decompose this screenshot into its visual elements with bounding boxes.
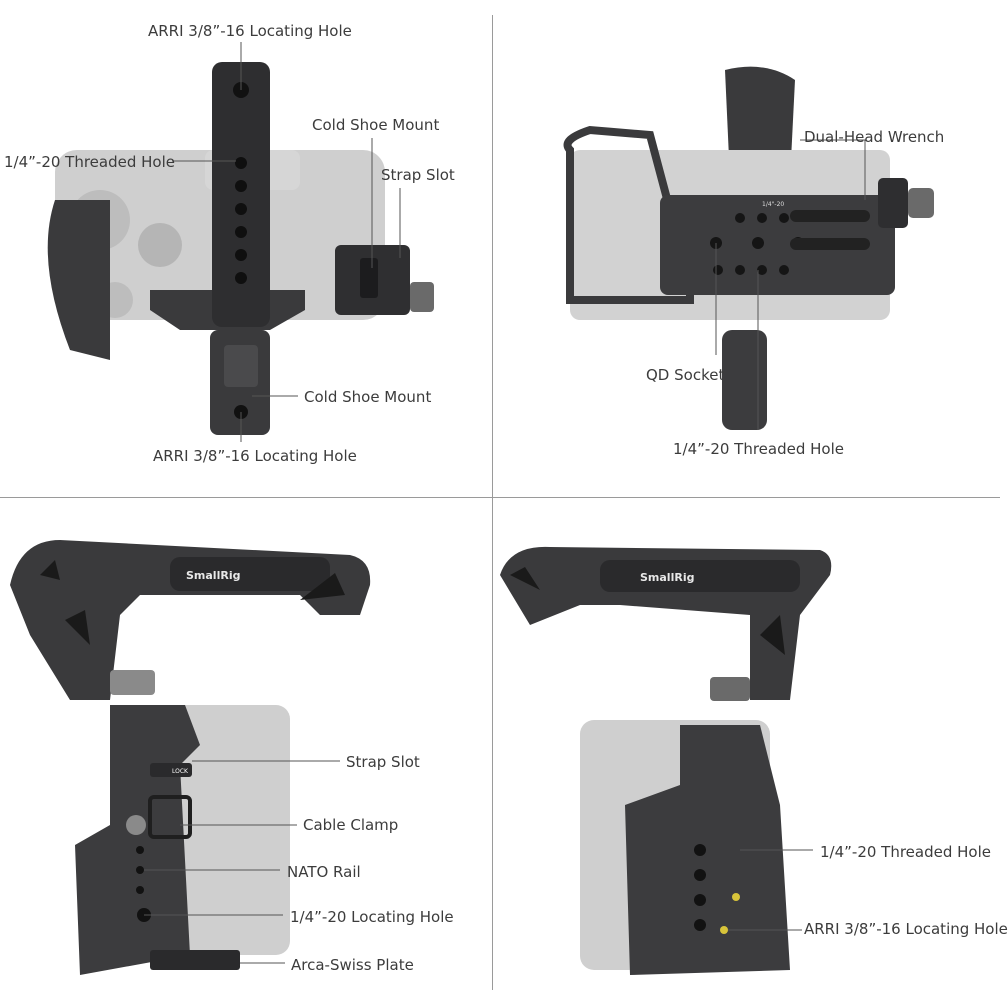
left-side-illustration: SmallRig LOCK	[10, 540, 371, 975]
arca-swiss-plate	[150, 950, 240, 970]
leader-lines	[728, 849, 813, 931]
top-view-illustration	[47, 42, 434, 442]
cold-shoe-knob	[110, 670, 155, 695]
label-threaded-hole: 1/4”-20 Threaded Hole	[820, 843, 991, 861]
label-dual-head-wrench: Dual-Head Wrench	[804, 128, 945, 146]
plate-slot	[790, 210, 870, 222]
panel-left-side-view: SmallRig LOCK Strap Slot Cable Clamp NA	[0, 505, 490, 995]
top-handle	[212, 62, 270, 327]
horizontal-divider	[0, 497, 1000, 498]
plate-slot-2	[790, 238, 870, 250]
label-cold-shoe-top: Cold Shoe Mount	[312, 116, 440, 134]
cage-side-plate	[75, 705, 200, 975]
cable-clamp	[148, 795, 192, 839]
handle-grip-surface	[600, 560, 800, 592]
right-side-illustration: SmallRig	[500, 546, 832, 975]
dual-head-wrench	[878, 178, 908, 228]
threaded-holes-column	[235, 157, 247, 284]
strap-slot	[150, 763, 192, 777]
threaded-holes	[694, 844, 706, 931]
cable-clamp-knob	[126, 815, 146, 835]
arri-holes-gold	[720, 893, 740, 934]
label-threaded-hole: 1/4”-20 Threaded Hole	[4, 153, 175, 171]
label-threaded-hole: 1/4”-20 Threaded Hole	[673, 440, 844, 458]
panel-top-view: ARRI 3/8”-16 Locating Hole 1/4”-20 Threa…	[0, 0, 490, 490]
label-cable-clamp: Cable Clamp	[303, 816, 399, 834]
handle-cutouts	[40, 560, 345, 645]
plate-engraving: 1/4"-20	[762, 201, 784, 208]
nato-rail-holes	[136, 846, 144, 894]
leader-lines	[715, 139, 866, 430]
lock-label: LOCK	[172, 768, 189, 775]
handle-cutouts	[510, 567, 785, 655]
wrench-knob	[908, 188, 934, 218]
label-strap-slot: Strap Slot	[381, 166, 455, 184]
leader-lines	[172, 42, 401, 442]
leader-lines	[144, 760, 340, 964]
wrench-knob	[410, 282, 434, 312]
cage-side-plate	[625, 725, 790, 975]
brand-logo: SmallRig	[640, 571, 694, 584]
camera-mode-dial	[138, 223, 182, 267]
handle-grip-surface	[170, 557, 330, 591]
label-arri-top: ARRI 3/8”-16 Locating Hole	[148, 22, 352, 40]
cold-shoe-knob	[710, 677, 750, 701]
label-strap-slot: Strap Slot	[346, 753, 420, 771]
vertical-divider	[492, 15, 493, 990]
side-handle-grip	[722, 330, 767, 430]
bottom-view-illustration: 1/4"-20	[563, 66, 934, 430]
panel-right-side-view: SmallRig 1/4”-20 Threaded Hole ARRI 3/8”…	[500, 505, 1008, 995]
label-arca-swiss-plate: Arca-Swiss Plate	[291, 956, 414, 974]
cage-left-grip	[47, 200, 110, 360]
strap-slot	[360, 258, 378, 298]
label-cold-shoe-bottom: Cold Shoe Mount	[304, 388, 432, 406]
label-locating-hole: 1/4”-20 Locating Hole	[290, 908, 454, 926]
panel-bottom-view: 1/4"-20 Dual-Head Wrench QD Socket 1/4”-…	[500, 0, 990, 490]
label-arri-locating-hole: ARRI 3/8”-16 Locating Hole	[804, 920, 1008, 938]
cold-shoe-plate	[224, 345, 258, 387]
brand-logo: SmallRig	[186, 569, 240, 582]
label-arri-bottom: ARRI 3/8”-16 Locating Hole	[153, 447, 357, 465]
label-nato-rail: NATO Rail	[287, 863, 361, 881]
label-qd-socket: QD Socket	[646, 366, 725, 384]
